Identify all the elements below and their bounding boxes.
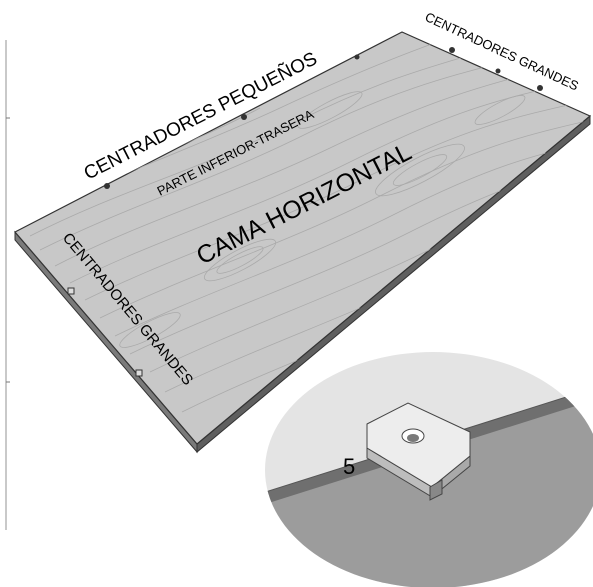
centrador-small-marker — [241, 114, 247, 120]
centrador-markers — [67, 47, 543, 377]
centrador-top-face — [366, 402, 471, 488]
part-number-label: 5 — [343, 454, 355, 479]
centrador-tab — [429, 479, 443, 501]
wooden-board — [14, 31, 592, 454]
centrador-large-marker — [449, 47, 455, 53]
centrador-large-marker — [135, 369, 143, 377]
wood-grain — [19, 32, 590, 413]
centrador-small-marker — [354, 54, 360, 60]
centrador-large-marker — [537, 85, 543, 91]
centrador-part — [366, 402, 471, 501]
centrador-large-marker — [67, 287, 75, 295]
centrador-large-marker — [495, 68, 501, 74]
centrador-small-marker — [104, 183, 110, 189]
left-edge-marks — [5, 40, 10, 530]
centrador-detail-callout: 5 — [265, 352, 593, 587]
